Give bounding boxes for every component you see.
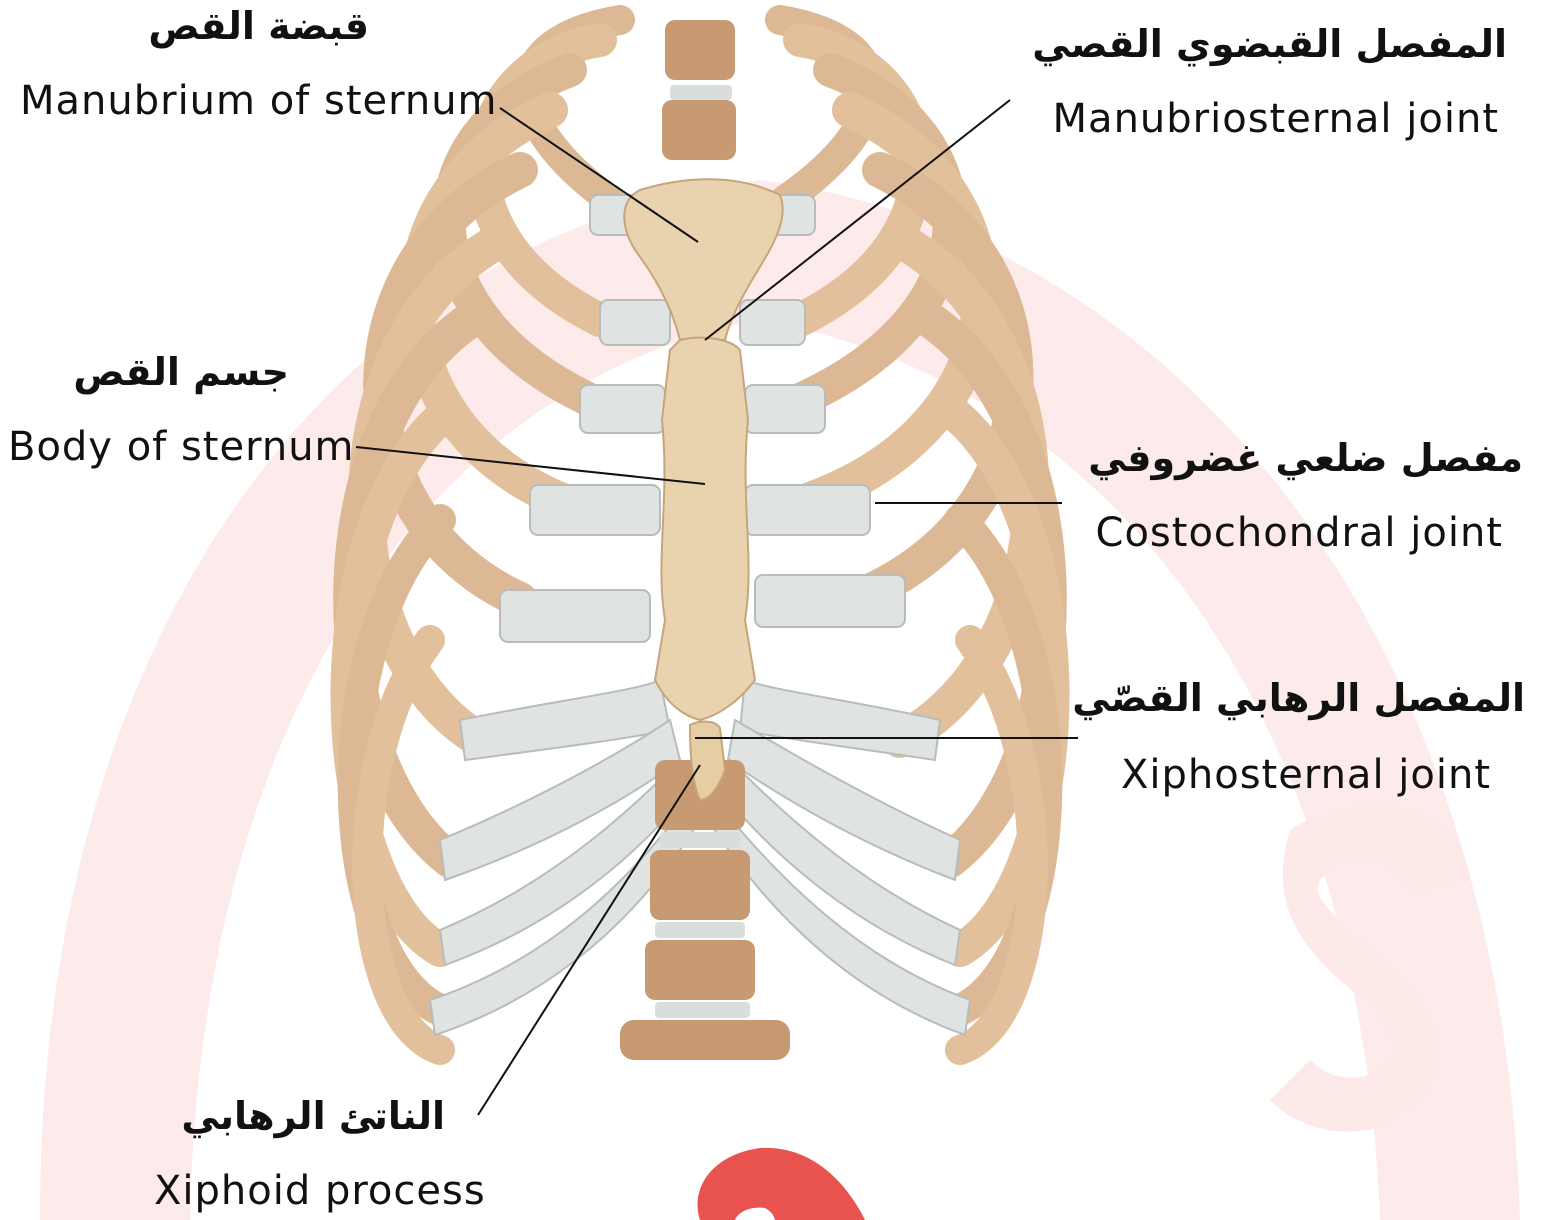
xiphoid-label-en: Xiphoid process xyxy=(154,1168,486,1214)
xiphosternal-label-en: Xiphosternal joint xyxy=(1121,752,1491,798)
manubriosternal-label-en: Manubriosternal joint xyxy=(1053,96,1499,142)
costochondral-label-en: Costochondral joint xyxy=(1096,510,1503,556)
brand-logo xyxy=(698,1148,866,1220)
manubriosternal-label-ar: المفصل القبضوي القصي xyxy=(1032,22,1507,66)
body-label-ar: جسم القص xyxy=(73,350,289,394)
body-label-en: Body of sternum xyxy=(8,424,355,470)
costochondral-label-ar: مفصل ضلعي غضروفي xyxy=(1088,436,1523,480)
manubrium-label-en: Manubrium of sternum xyxy=(20,78,498,124)
manubrium-label-ar: قبضة القص xyxy=(148,4,369,48)
xiphosternal-label-ar: المفصل الرهابي القصّي xyxy=(1072,676,1525,720)
xiphoid-label-ar: الناتئ الرهابي xyxy=(181,1094,445,1138)
